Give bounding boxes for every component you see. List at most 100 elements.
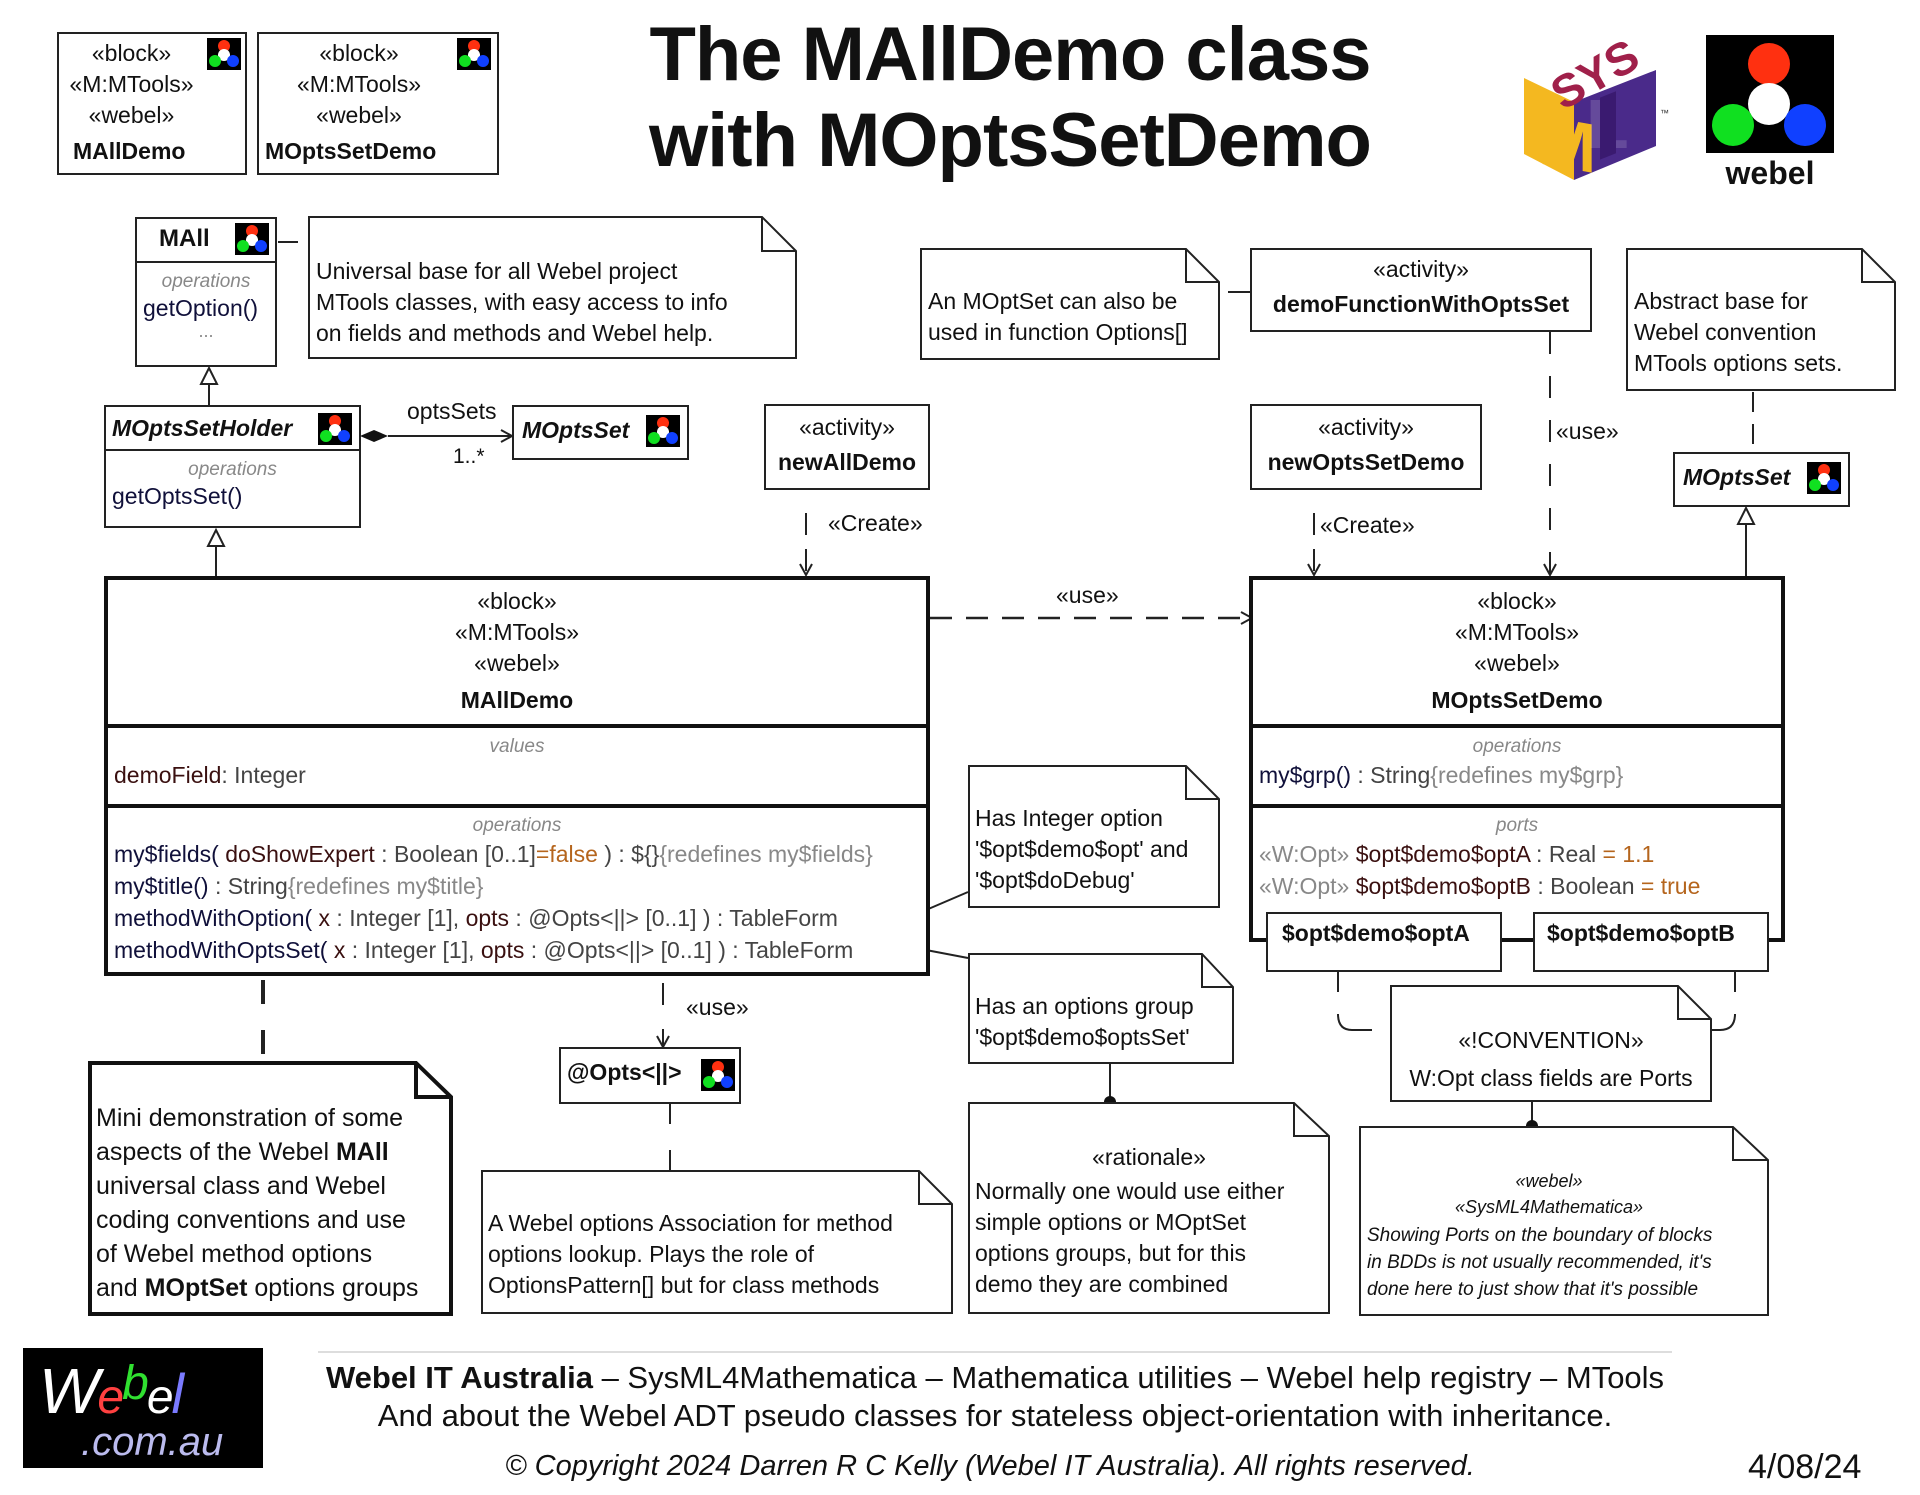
note-line: and MOptSet options groups	[96, 1274, 419, 1302]
section-label: ports	[1495, 815, 1539, 836]
port-box-opta[interactable]: $opt$demo$optA	[1266, 912, 1502, 972]
generalization-arrow-holder	[206, 527, 226, 547]
webel-site-wordmark: Webel	[39, 1355, 184, 1427]
section-label: values	[489, 736, 545, 757]
webel-logo-icon	[646, 415, 680, 447]
note-convention: «!CONVENTION» W:Opt class fields are Por…	[1390, 985, 1712, 1102]
footer-line-1: Webel IT Australia – SysML4Mathematica –…	[325, 1360, 1665, 1395]
class-moptsset-left[interactable]: MOptsSet	[512, 405, 689, 460]
note-line: simple options or MOptSet	[975, 1209, 1247, 1235]
webel-site-domain: .com.au	[81, 1420, 224, 1464]
assoc-multiplicity: 1..*	[453, 445, 485, 468]
note-line: used in function Options[]	[928, 319, 1188, 345]
note-integer-option: Has Integer option '$opt$demo$opt' and '…	[968, 765, 1220, 908]
note-ports-boundary: «webel» «SysML4Mathematica» Showing Port…	[1359, 1126, 1769, 1316]
use-label: «use»	[1556, 418, 1619, 444]
note-line: A Webel options Association for method	[488, 1210, 893, 1236]
note-line: Has Integer option	[975, 805, 1163, 831]
block-name: MAllDemo	[460, 687, 574, 713]
value-property: demoField: Integer	[114, 762, 306, 789]
section-label: operations	[161, 271, 251, 292]
stereotype: «webel»	[474, 650, 560, 676]
note-rationale: «rationale» Normally one would use eithe…	[968, 1102, 1330, 1314]
stereotype: «block»	[319, 40, 399, 66]
title-line-1: The MAllDemo class	[649, 12, 1371, 97]
convention-anchor-left	[1337, 972, 1372, 1031]
note-line: aspects of the Webel MAll	[96, 1138, 389, 1166]
operation-my-fields: my$fields( doShowExpert : Boolean [0..1]…	[114, 841, 873, 867]
class-moptssetholder[interactable]: MOptsSetHolder operations getOptsSet()	[104, 405, 361, 528]
use-label-main: «use»	[1056, 582, 1119, 608]
stereotype: «M:MTools»	[1455, 619, 1579, 645]
note-line: coding conventions and use	[96, 1206, 406, 1234]
svg-text:M: M	[1538, 100, 1596, 182]
class-name: MAll	[159, 225, 210, 252]
note-line: Abstract base for	[1634, 288, 1808, 314]
block-malldemo[interactable]: «block» «M:MTools» «webel» MAllDemo valu…	[104, 576, 930, 976]
note-line: MTools options sets.	[1634, 350, 1843, 376]
note-line: Mini demonstration of some	[96, 1104, 404, 1132]
stereotype: «block»	[477, 588, 557, 614]
webel-logo-icon	[318, 413, 352, 445]
class-moptsset-right[interactable]: MOptsSet	[1673, 452, 1850, 507]
note-stereotype: «!CONVENTION»	[1458, 1027, 1644, 1053]
operation: getOptsSet()	[112, 483, 243, 509]
block-moptssetdemo[interactable]: «block» «M:MTools» «webel» MOptsSetDemo …	[1249, 576, 1785, 942]
note-line: MTools classes, with easy access to info	[316, 289, 728, 315]
class-opts[interactable]: @Opts<||>	[559, 1047, 741, 1104]
note-line: on fields and methods and Webel help.	[316, 320, 714, 346]
note-line: of Webel method options	[96, 1240, 373, 1268]
footer-company: Webel IT Australia	[325, 1360, 593, 1395]
note-line: Universal base for all Webel project	[316, 258, 678, 284]
note-stereotype: «rationale»	[1092, 1144, 1206, 1170]
note-options-group: Has an options group '$opt$demo$optsSet'	[968, 953, 1234, 1064]
property-type: : Integer	[221, 762, 306, 788]
assoc-role-label: optsSets	[407, 398, 497, 424]
webel-logo-large	[1706, 35, 1834, 153]
note-line: options lookup. Plays the role of	[488, 1241, 815, 1267]
footer-copyright: © Copyright 2024 Darren R C Kelly (Webel…	[505, 1450, 1475, 1482]
stereotype: «webel»	[88, 102, 175, 128]
int-note-anchor	[925, 891, 969, 911]
webel-logo-icon	[1807, 462, 1841, 494]
header-block-moptssetdemo[interactable]: «block» «M:MTools» «webel» MOptsSetDemo	[257, 32, 499, 175]
generalization-arrow-moptsset	[1736, 505, 1756, 525]
port-property: «W:Opt» $opt$demo$optB : Boolean = true	[1259, 873, 1701, 899]
operation-method-with-option: methodWithOption( x : Integer [1], opts …	[114, 905, 838, 931]
composition-diamond	[360, 430, 388, 442]
note-line: Showing Ports on the boundary of blocks	[1367, 1225, 1713, 1246]
group-note-anchor	[925, 949, 969, 959]
header-block-malldemo[interactable]: «block» «M:MTools» «webel» MAllDemo	[57, 32, 247, 175]
property-name: demoField	[114, 762, 222, 788]
stereotype: «M:MTools»	[69, 71, 194, 97]
section-label: operations	[1472, 736, 1562, 757]
section-label: operations	[188, 459, 277, 480]
note-line: demo they are combined	[975, 1271, 1229, 1297]
note-line: universal class and Webel	[96, 1172, 386, 1200]
stereotype: «M:MTools»	[297, 71, 421, 97]
operation-my-title: my$title() : String{redefines my$title}	[114, 873, 484, 899]
stereotype: «M:MTools»	[455, 619, 579, 645]
create-label: «Create»	[1320, 512, 1415, 538]
generalization-arrow-mall	[199, 365, 219, 385]
note-line: An MOptSet can also be	[928, 288, 1178, 314]
activity-newalldemo[interactable]: «activity» newAllDemo	[764, 404, 930, 490]
page-title: The MAllDemo class with MOptsSetDemo	[560, 12, 1460, 184]
note-mall: Universal base for all Webel project MTo…	[308, 216, 797, 359]
note-line: options groups, but for this	[975, 1240, 1247, 1266]
note-stereotype: «SysML4Mathematica»	[1454, 1197, 1644, 1217]
class-mall[interactable]: MAll operations getOption() ...	[135, 217, 277, 367]
activity-newoptssetdemo[interactable]: «activity» newOptsSetDemo	[1250, 404, 1482, 490]
note-line: Has an options group	[975, 993, 1194, 1019]
note-stereotype: «webel»	[1515, 1171, 1583, 1191]
class-name: MOptsSet	[522, 417, 630, 443]
activity-demofunction[interactable]: «activity» demoFunctionWithOptsSet	[1250, 248, 1592, 332]
stereotype: «activity»	[1373, 256, 1469, 282]
webel-site-logo[interactable]: Webel .com.au	[23, 1348, 263, 1468]
port-box-optb[interactable]: $opt$demo$optB	[1533, 912, 1769, 972]
note-line: OptionsPattern[] but for class methods	[488, 1272, 880, 1298]
activity-name: newOptsSetDemo	[1267, 449, 1465, 475]
note-line: '$opt$demo$opt' and	[975, 836, 1189, 862]
class-name: MOptsSetHolder	[112, 415, 293, 441]
activity-name: demoFunctionWithOptsSet	[1272, 291, 1570, 317]
